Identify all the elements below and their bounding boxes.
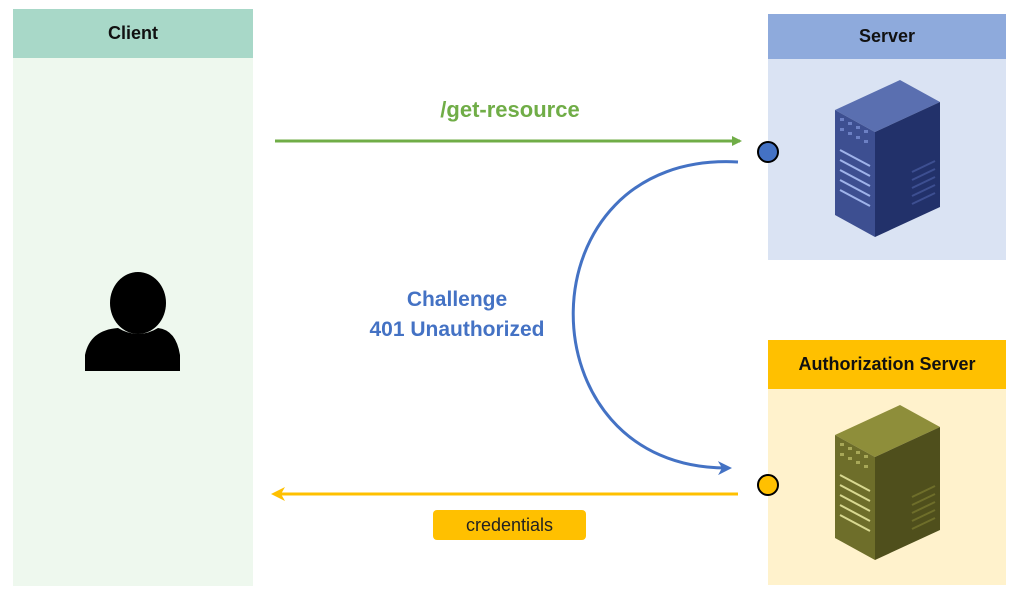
- auth-server-connection-dot: [757, 474, 779, 496]
- challenge-title: Challenge: [406, 288, 508, 311]
- server-lane-title: Server: [768, 14, 1006, 59]
- request-label: /get-resource: [440, 97, 580, 122]
- auth-server-lane-title: Authorization Server: [768, 340, 1006, 389]
- credentials-label: credentials: [433, 510, 586, 540]
- challenge-status: 401 Unauthorized: [369, 318, 545, 341]
- auth-server-icon: [835, 405, 940, 560]
- user-icon: [85, 272, 180, 371]
- server-icon: [835, 80, 940, 237]
- client-lane-title: Client: [13, 9, 253, 58]
- server-connection-dot: [757, 141, 779, 163]
- challenge-arrow: [571, 160, 739, 476]
